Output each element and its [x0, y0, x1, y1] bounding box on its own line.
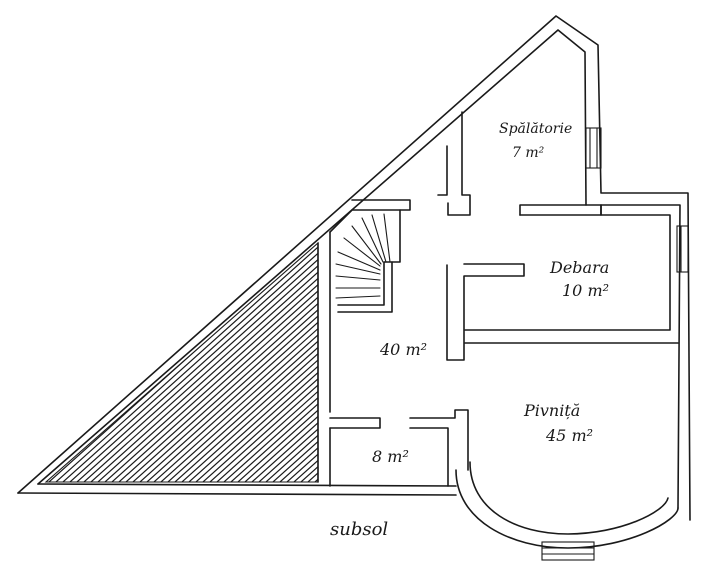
hatch-line	[397, 230, 687, 490]
hatch-line	[369, 230, 659, 490]
hatch-line	[235, 243, 318, 482]
hatch-line	[263, 243, 318, 482]
hatch-line	[165, 243, 318, 482]
hatch-line	[158, 243, 318, 482]
hatch-line	[383, 230, 673, 490]
hatch-line	[390, 230, 680, 490]
hatched-area	[46, 230, 687, 490]
hatch-line	[186, 243, 318, 482]
plan-title: subsol	[330, 519, 388, 540]
window-spalatorie	[585, 127, 602, 169]
hatch-line	[207, 243, 318, 482]
room-area-debara: 10 m²	[562, 281, 609, 300]
hatch-line	[249, 243, 318, 482]
hatched-area-outline	[44, 241, 319, 483]
spiral-staircase	[329, 199, 411, 313]
hatch-line	[60, 243, 318, 482]
room-name-spalatorie: Spălătorie	[499, 121, 572, 137]
hatch-line	[179, 243, 318, 482]
hatch-line	[88, 243, 318, 482]
hatch-line	[291, 243, 318, 482]
interior-walls	[317, 111, 679, 487]
hatch-line	[284, 243, 318, 482]
hatch-line	[109, 243, 318, 482]
hatch-line	[102, 243, 318, 482]
hatch-line	[67, 243, 318, 482]
hatch-line	[74, 243, 318, 482]
room-area-hall: 40 m²	[379, 340, 427, 359]
room-name-pivnita: Pivniță	[523, 401, 580, 420]
hatch-line	[221, 243, 318, 482]
hatch-line	[242, 243, 318, 482]
room-area-pivnita: 45 m²	[545, 426, 593, 445]
room-area-spalatorie: 7 m²	[512, 145, 545, 161]
hatch-line	[130, 243, 318, 482]
hatch-line	[228, 243, 318, 482]
pivnita-apse	[455, 461, 679, 561]
hatch-line	[172, 243, 318, 482]
hatch-line	[256, 243, 318, 482]
hatch-line	[46, 243, 318, 482]
hatch-line	[376, 230, 666, 490]
hatch-line	[95, 243, 318, 482]
hatch-line	[53, 243, 318, 482]
window-debara	[676, 225, 689, 273]
hatch-line	[200, 243, 318, 482]
hatch-line	[151, 243, 318, 482]
room-name-debara: Debara	[549, 258, 609, 277]
room-area-small: 8 m²	[372, 447, 409, 466]
hatch-line	[193, 243, 318, 482]
hatch-line	[81, 243, 318, 482]
hatch-line	[123, 243, 318, 482]
hatch-line	[298, 243, 318, 482]
hatch-line	[144, 243, 318, 482]
hatch-line	[116, 243, 318, 482]
hatch-line	[137, 243, 318, 482]
hatch-line	[214, 243, 318, 482]
